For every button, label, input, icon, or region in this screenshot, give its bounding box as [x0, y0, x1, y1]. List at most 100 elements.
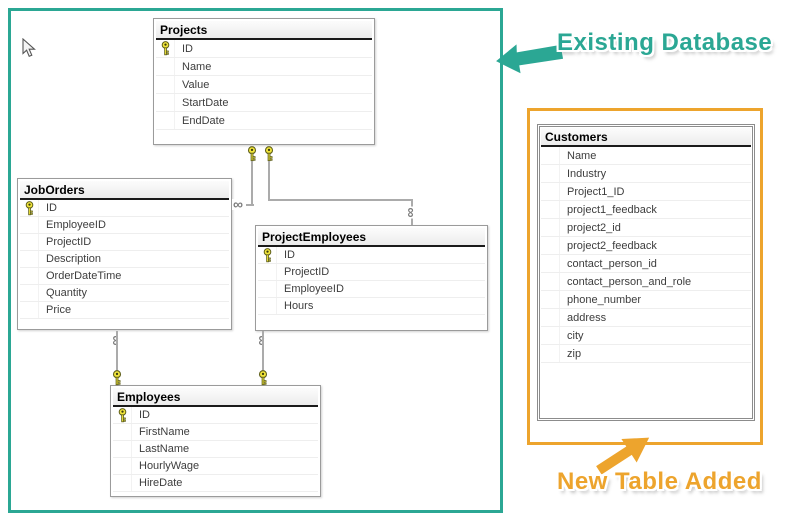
column-row: Industry [541, 165, 751, 183]
column-row: Project1_ID [541, 183, 751, 201]
table-projectemployees[interactable]: ProjectEmployees ID ProjectID EmployeeID… [255, 225, 488, 331]
one-side-key-icon [258, 370, 268, 386]
table-customers[interactable]: Customers Name Industry Project1_ID proj… [537, 124, 755, 421]
column-name: ID [284, 249, 295, 261]
column-row: project1_feedback [541, 201, 751, 219]
column-row: Value [156, 76, 372, 94]
one-side-key-icon [112, 370, 122, 386]
column-name: Price [46, 304, 72, 316]
column-row: ID [258, 247, 485, 264]
column-row: EndDate [156, 112, 372, 130]
column-name: project2_id [567, 221, 621, 234]
column-name: EmployeeID [284, 283, 344, 295]
column-row: FirstName [113, 424, 318, 441]
table-title: JobOrders [24, 183, 85, 197]
column-name: EmployeeID [46, 219, 106, 231]
relationship-line [116, 331, 118, 373]
column-name: Name [567, 149, 597, 162]
table-title: Customers [545, 130, 608, 144]
existing-database-label: Existing Database [557, 29, 773, 56]
column-row: project2_feedback [541, 237, 751, 255]
column-row: contact_person_and_role [541, 273, 751, 291]
column-row: phone_number [541, 291, 751, 309]
column-name: Project1_ID [567, 185, 625, 198]
column-name: LastName [139, 443, 190, 455]
table-projects-header: Projects [156, 21, 372, 40]
primary-key-icon [258, 247, 277, 263]
primary-key-icon [113, 407, 132, 423]
column-name: ID [139, 409, 150, 421]
column-row: Description [20, 251, 229, 268]
column-name: HourlyWage [139, 460, 200, 472]
existing-database-frame [8, 8, 503, 513]
one-side-key-icon [264, 146, 274, 162]
column-row: EmployeeID [258, 281, 485, 298]
column-name: ID [182, 42, 193, 55]
column-name: contact_person_and_role [567, 275, 692, 288]
column-row: Name [156, 58, 372, 76]
column-name: OrderDateTime [46, 270, 122, 282]
column-name: Quantity [46, 287, 87, 299]
many-side-infinity-icon: ∞ [403, 206, 420, 219]
mouse-cursor-icon [22, 38, 36, 58]
column-name: ProjectID [46, 236, 92, 248]
new-table-label: New Table Added [557, 468, 762, 495]
column-name: HireDate [139, 477, 183, 489]
many-side-infinity-icon: ∞ [232, 196, 244, 212]
column-name: phone_number [567, 293, 642, 306]
table-employees[interactable]: Employees ID FirstName LastName HourlyWa… [110, 385, 321, 497]
column-row: zip [541, 345, 751, 363]
column-name: StartDate [182, 96, 229, 109]
column-row: project2_id [541, 219, 751, 237]
table-joborders[interactable]: JobOrders ID EmployeeID ProjectID Descri… [17, 178, 232, 330]
column-row: Price [20, 302, 229, 319]
column-row: EmployeeID [20, 217, 229, 234]
relationship-line [246, 204, 254, 206]
table-title: Projects [160, 23, 208, 37]
table-employees-header: Employees [113, 388, 318, 407]
column-row: contact_person_id [541, 255, 751, 273]
column-row: StartDate [156, 94, 372, 112]
table-joborders-header: JobOrders [20, 181, 229, 200]
column-row: ProjectID [20, 234, 229, 251]
column-name: zip [567, 347, 582, 360]
column-name: contact_person_id [567, 257, 657, 270]
column-name: project1_feedback [567, 203, 657, 216]
primary-key-icon [156, 40, 175, 57]
table-title: Employees [117, 390, 181, 404]
column-name: city [567, 329, 584, 342]
column-row: HourlyWage [113, 458, 318, 475]
column-row: ID [156, 40, 372, 58]
column-row: address [541, 309, 751, 327]
column-row: Name [541, 147, 751, 165]
column-name: address [567, 311, 607, 324]
column-name: FirstName [139, 426, 190, 438]
table-projects[interactable]: Projects ID Name Value StartDate EndDate [153, 18, 375, 145]
table-projectemployees-header: ProjectEmployees [258, 228, 485, 247]
column-row: Quantity [20, 285, 229, 302]
table-title: ProjectEmployees [262, 230, 367, 244]
table-customers-header: Customers [541, 128, 751, 147]
column-row: ID [20, 200, 229, 217]
column-name: Industry [567, 167, 607, 180]
new-table-arrow-icon [596, 437, 650, 475]
column-name: ID [46, 202, 57, 214]
one-side-key-icon [247, 146, 257, 162]
column-row: ID [113, 407, 318, 424]
column-name: ProjectID [284, 266, 330, 278]
primary-key-icon [20, 200, 39, 216]
relationship-line [268, 199, 413, 201]
column-row: OrderDateTime [20, 268, 229, 285]
column-name: project2_feedback [567, 239, 657, 252]
relationship-line [268, 161, 270, 201]
column-row: city [541, 327, 751, 345]
column-name: Hours [284, 300, 314, 312]
column-row: ProjectID [258, 264, 485, 281]
existing-database-arrow-icon [496, 44, 564, 74]
column-name: Name [182, 60, 212, 73]
column-row: Hours [258, 298, 485, 315]
relationship-line [251, 161, 253, 206]
column-row: LastName [113, 441, 318, 458]
relationship-line [262, 331, 264, 373]
